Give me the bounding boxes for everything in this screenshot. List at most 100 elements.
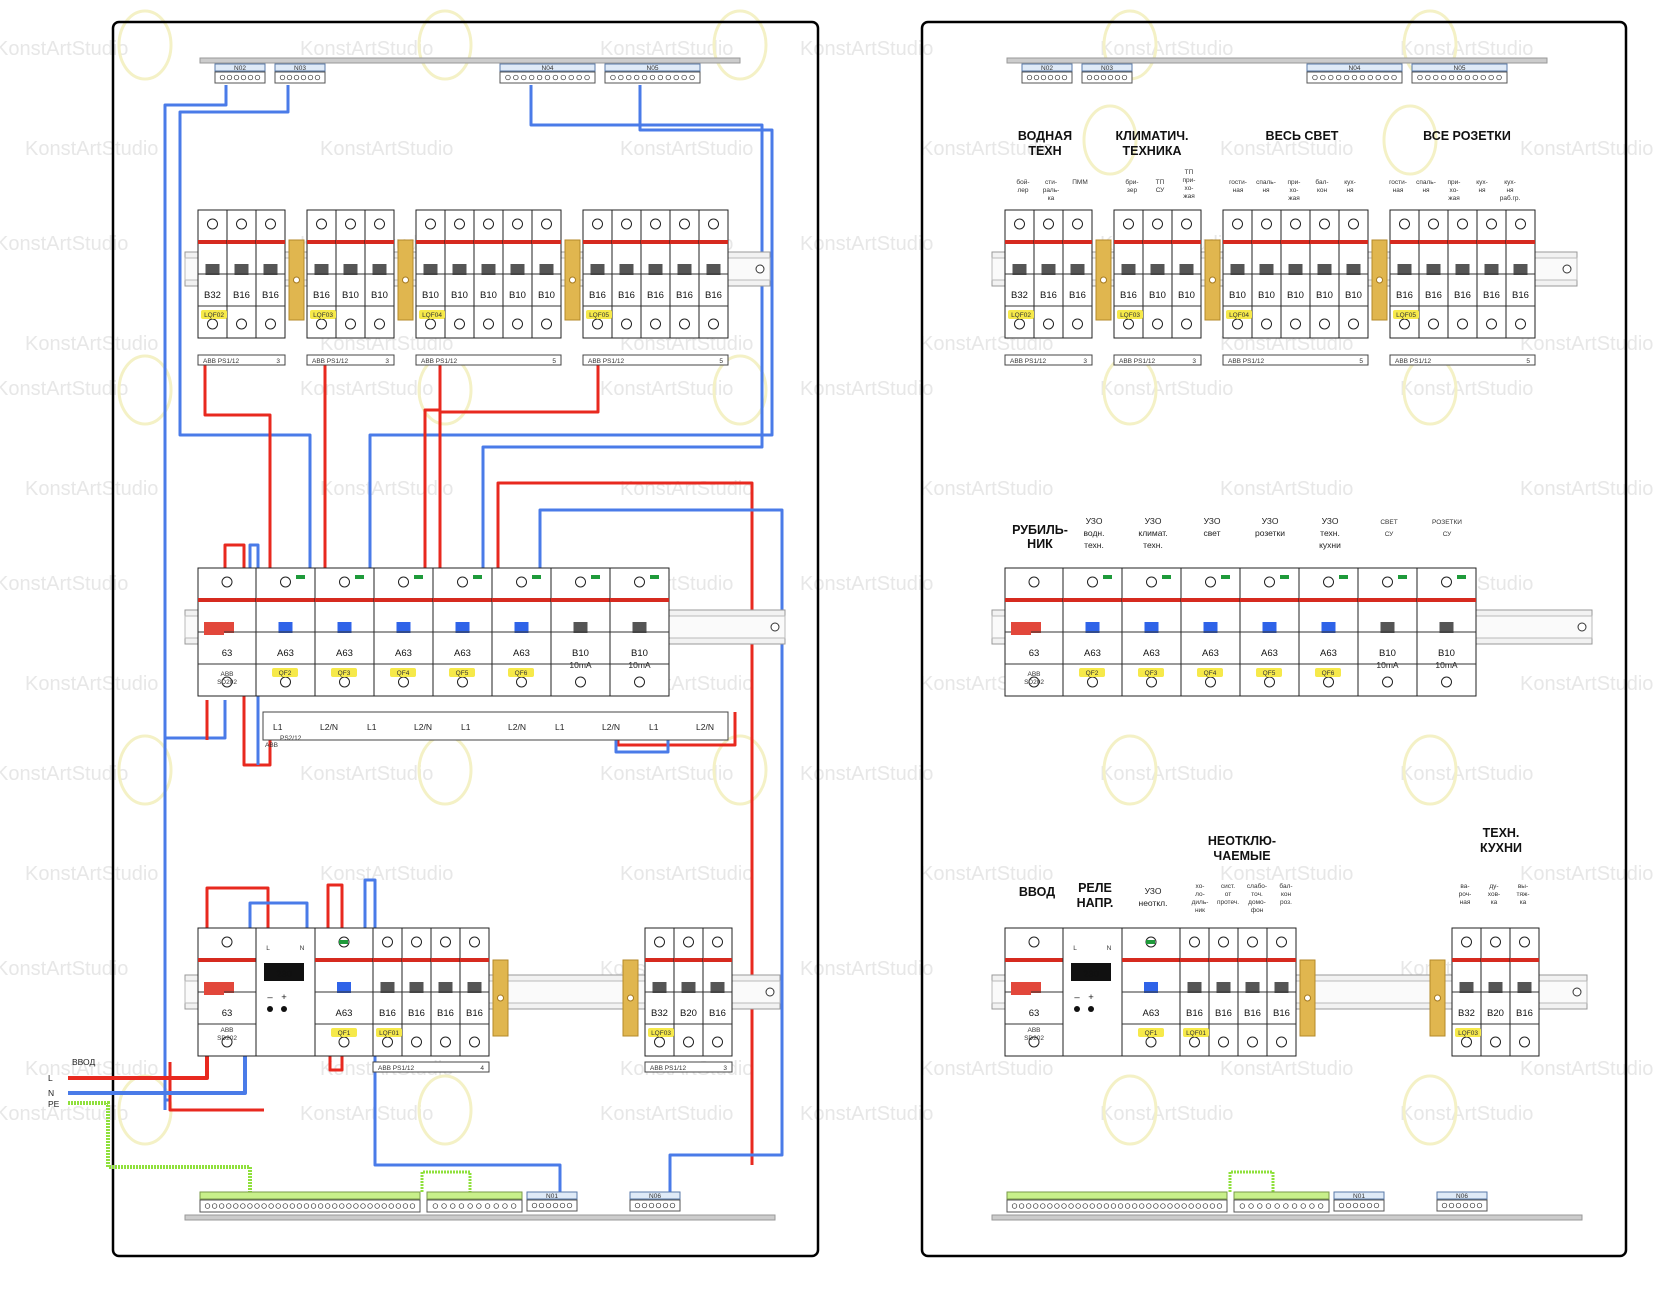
pe-bar-hole [395,1203,401,1209]
tag-text: LQF03 [1458,1030,1478,1037]
group-subtitle: ТП [1185,169,1194,176]
bar-body [499,71,596,84]
toggle-paddle [1144,982,1158,993]
pe-bar-hole [1139,1203,1145,1209]
group-breaker: B16 [459,927,490,1057]
bar-label: N06 [1456,1193,1468,1200]
intake-title: ВВОД [72,1057,95,1067]
red-stripe [612,240,641,244]
breaker-rating: B16 [1454,290,1471,301]
bar-hole [641,1202,648,1209]
toggle-paddle [220,982,234,993]
toggle-paddle [278,622,293,633]
bar-hole [505,74,511,81]
relay-knob [1074,1006,1080,1012]
toggle-paddle [372,264,387,275]
bar-hole [1472,74,1478,81]
rail-screw [1562,264,1572,274]
bus-phase-label: L1 [555,722,565,732]
breaker-rating: 63 [222,1008,233,1019]
group-subtitle: жая [1183,193,1195,200]
pe-bar-hole [346,1203,352,1209]
rcd-indicator [339,940,348,944]
tag-text: LQF01 [379,1030,399,1037]
watermark-text: KonstArtStudio [300,1103,433,1125]
neutral-bar-n05: N05 [604,63,701,84]
neutral-bar-n06: N06 [629,1191,681,1212]
group-subtitle: кон [1281,891,1292,898]
pe-bar-hole [1110,1203,1117,1209]
bar-hole [536,74,543,81]
toggle-paddle [1179,264,1194,275]
pe-bar-hole [367,1203,373,1209]
terminal-screw [1461,1036,1472,1048]
toggle-paddle [1245,982,1260,993]
bus-screw [1434,994,1441,1002]
rcd-title: СУ [1385,531,1394,538]
bar-label: N05 [647,65,659,72]
tag-text: LQF02 [1011,312,1031,319]
group-subtitle: спаль- [1416,179,1436,186]
group-breaker: B16 [1476,209,1507,339]
pe-bar-hole [409,1203,416,1209]
pe-bar-hole [1195,1203,1201,1209]
terminal-screw [1014,318,1025,330]
bar-hole [513,74,519,81]
breaker-rating: A63 [1143,1008,1160,1019]
terminal-screw [1152,318,1163,330]
watermark-text: KonstArtStudio [25,673,158,695]
toggle-paddle [205,264,220,275]
bar-hole [669,1202,676,1209]
terminal-screw [411,1036,422,1048]
breaker-rating: B16 [1483,290,1500,301]
group-subtitle: гости- [1229,179,1247,186]
pe-bar-hole [325,1203,331,1209]
bar-hole [1373,1202,1380,1209]
terminal-screw [1043,318,1054,330]
neutral-bar-n01: N01 [1333,1191,1385,1212]
terminal-screw [575,576,586,588]
watermark-logo [117,9,173,81]
pe-bar-hole [219,1203,225,1209]
group-subtitle: протеч. [1217,899,1239,906]
group-subtitle: лер [1017,187,1028,194]
relay-display [1071,963,1111,981]
terminal-screw [1290,318,1301,330]
breaker-rating: B16 [262,290,279,301]
group-subtitle: ник [1195,907,1205,914]
pe-bar-hole [254,1203,260,1209]
toggle-paddle [337,982,351,993]
terminal-screw [1043,218,1054,230]
terminal-screw [1028,936,1040,948]
wire [205,886,270,928]
comb-poles: 4 [480,1065,484,1072]
terminal-screw [1276,1036,1287,1048]
terminal-screw [1323,576,1334,588]
switch-paddle [1011,622,1031,635]
group-subtitle: ка [1491,899,1498,906]
pe-bar-hole [1274,1203,1280,1209]
bar-hole [568,74,574,81]
terminal-screw [221,936,233,948]
terminal-screw [1264,576,1275,588]
bar-hole [1441,1202,1448,1209]
terminal-screw [1441,676,1452,688]
breaker-rating: B10 [1345,290,1362,301]
pe-bar-hole [1075,1203,1081,1209]
red-stripe [1240,598,1299,602]
yellow-tag [508,668,534,677]
pe-bar-hole [1011,1203,1018,1209]
pe-bar-hole [1153,1203,1159,1209]
toggle-paddle [1230,264,1245,275]
pe-bar-hole [493,1203,499,1209]
watermark-text: KonstArtStudio [1400,378,1533,400]
bar-hole [649,74,656,81]
terminal-screw [469,936,480,948]
breaker-sub: 10mA [1376,660,1399,670]
terminal-screw [1486,318,1497,330]
group-breaker: B16 [640,209,671,339]
breaker-rating: B10 [1438,648,1455,659]
pe-bar-hole [458,1203,465,1209]
bar-label-plate [499,63,596,72]
comb-poles: 3 [723,1065,727,1072]
